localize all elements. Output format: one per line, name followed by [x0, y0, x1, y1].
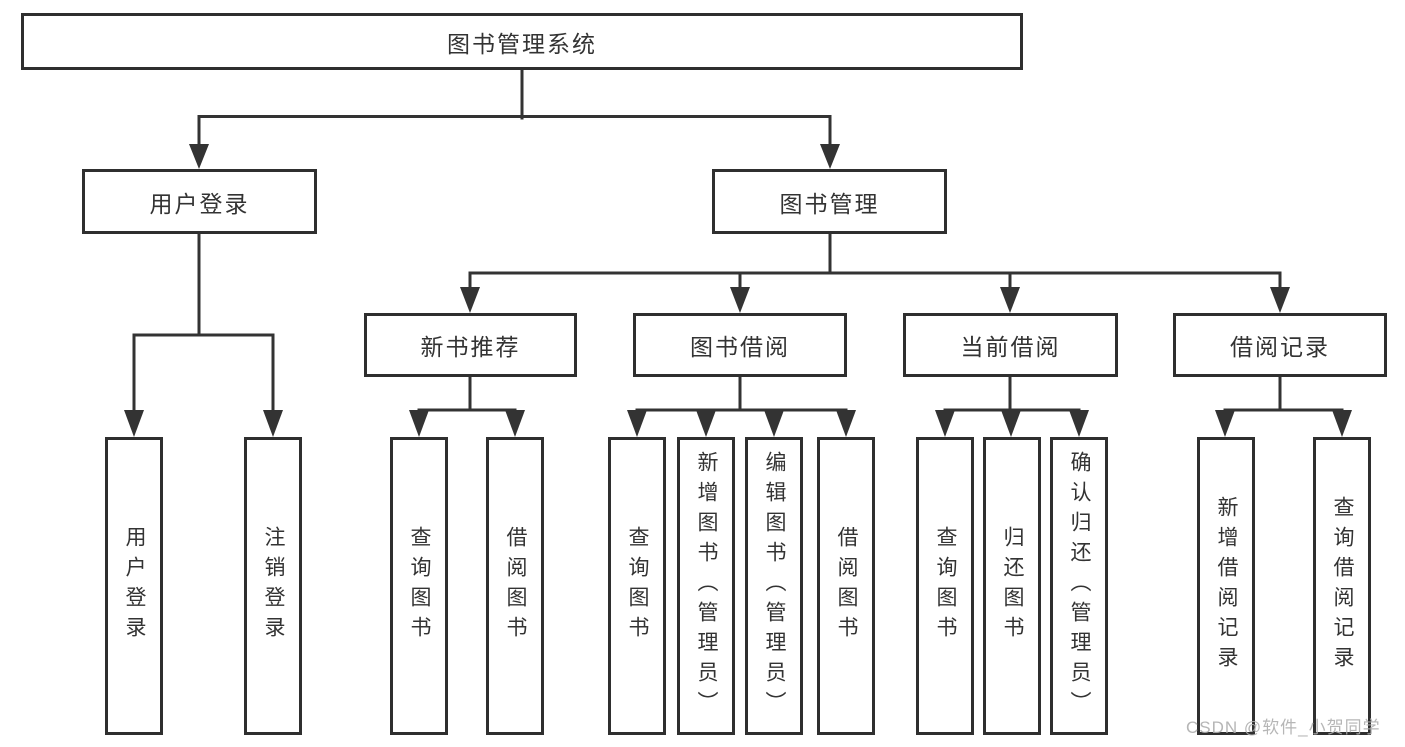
- leaf-add-book-admin-label: 新增图书（管理员）: [695, 451, 718, 721]
- leaf-add-book-admin: 新增图书（管理员）: [677, 437, 735, 735]
- connector-borrow-records-children: [1215, 377, 1352, 437]
- node-book-borrow: 图书借阅: [633, 313, 847, 377]
- connector-book-borrow-children: [627, 377, 856, 437]
- node-root-label: 图书管理系统: [447, 30, 597, 57]
- node-current-borrow-label: 当前借阅: [960, 334, 1061, 360]
- leaf-return-book-label: 归还图书: [1001, 526, 1024, 646]
- leaf-confirm-return-admin: 确认归还（管理员）: [1050, 437, 1108, 735]
- node-borrow-records: 借阅记录: [1173, 313, 1387, 377]
- leaf-add-borrow-record-label: 新增借阅记录: [1215, 496, 1238, 676]
- leaf-logout-label: 注销登录: [262, 526, 285, 646]
- leaf-query-borrow-record-label: 查询借阅记录: [1331, 496, 1354, 676]
- connector-current-borrow-children: [935, 377, 1089, 437]
- connector-user-login-children: [124, 233, 283, 437]
- leaf-borrow-books-label: 借阅图书: [835, 526, 858, 646]
- leaf-confirm-return-admin-label: 确认归还（管理员）: [1068, 451, 1091, 721]
- node-borrow-records-label: 借阅记录: [1230, 334, 1330, 360]
- leaf-return-book: 归还图书: [983, 437, 1041, 735]
- leaf-query-books-recommend-label: 查询图书: [408, 526, 431, 646]
- connector-book-management-children: [460, 233, 1290, 313]
- node-user-login: 用户登录: [82, 169, 317, 234]
- leaf-borrow-books-recommend: 借阅图书: [486, 437, 544, 735]
- connector-new-book-children: [409, 377, 525, 437]
- node-book-borrow-label: 图书借阅: [690, 334, 790, 360]
- node-new-book-recommend-label: 新书推荐: [420, 334, 521, 360]
- leaf-user-login: 用户登录: [105, 437, 163, 735]
- node-book-management: 图书管理: [712, 169, 947, 234]
- leaf-edit-book-admin-label: 编辑图书（管理员）: [763, 451, 786, 721]
- leaf-query-borrow-record: 查询借阅记录: [1313, 437, 1371, 735]
- node-root: 图书管理系统: [21, 13, 1023, 70]
- node-user-login-label: 用户登录: [149, 190, 250, 217]
- leaf-query-books-recommend: 查询图书: [390, 437, 448, 735]
- leaf-user-login-label: 用户登录: [123, 526, 146, 646]
- leaf-logout: 注销登录: [244, 437, 302, 735]
- leaf-borrow-books: 借阅图书: [817, 437, 875, 735]
- leaf-edit-book-admin: 编辑图书（管理员）: [745, 437, 803, 735]
- leaf-borrow-books-recommend-label: 借阅图书: [504, 526, 527, 646]
- watermark-text: CSDN @软件_小贺同学: [1186, 718, 1381, 737]
- leaf-query-books-current: 查询图书: [916, 437, 974, 735]
- node-current-borrow: 当前借阅: [903, 313, 1118, 377]
- leaf-query-books-borrow-label: 查询图书: [626, 526, 649, 646]
- node-book-management-label: 图书管理: [779, 190, 880, 217]
- connector-root-to-level2: [189, 69, 840, 169]
- leaf-add-borrow-record: 新增借阅记录: [1197, 437, 1255, 735]
- leaf-query-books-current-label: 查询图书: [934, 526, 957, 646]
- leaf-query-books-borrow: 查询图书: [608, 437, 666, 735]
- node-new-book-recommend: 新书推荐: [364, 313, 577, 377]
